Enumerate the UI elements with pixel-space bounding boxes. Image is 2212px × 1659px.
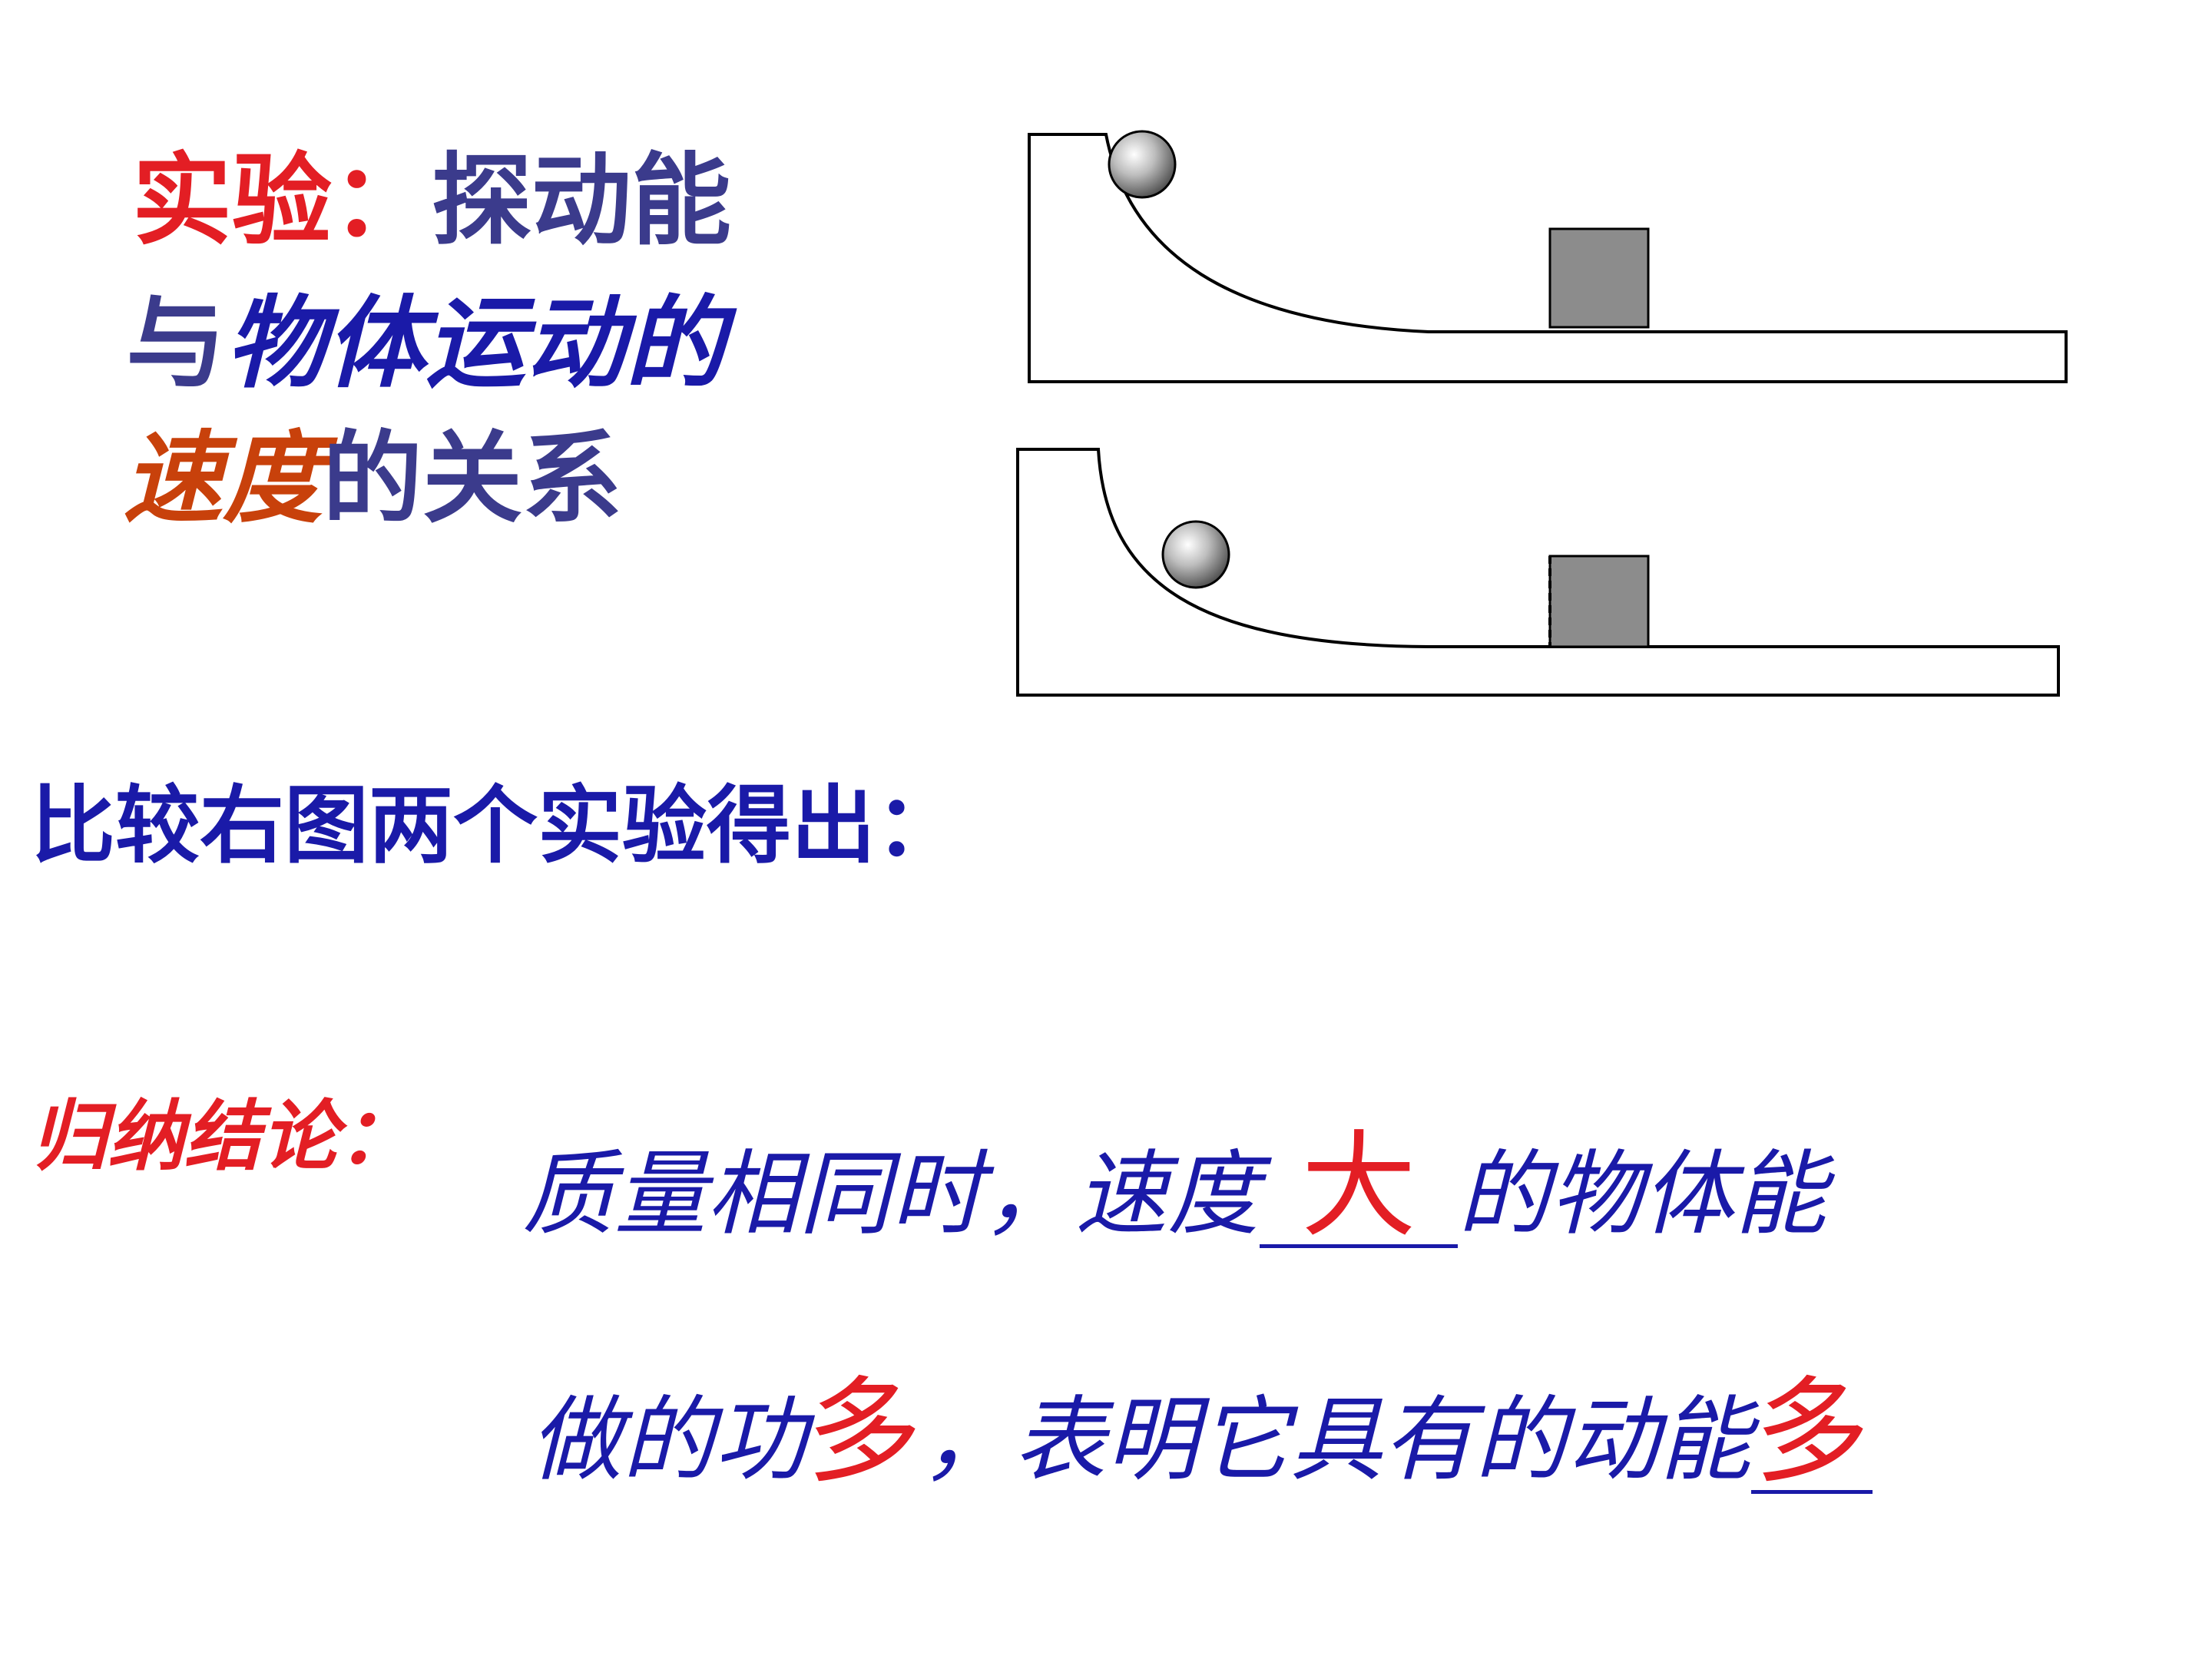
title-line-2: 与物体运动的 <box>126 286 725 401</box>
experiment-label: 实验： <box>132 142 432 259</box>
ball-icon <box>1108 130 1177 199</box>
compare-prompt: 比较右图两个实验得出： <box>31 777 960 875</box>
ramp-track-icon <box>1028 133 2068 383</box>
title-line1-rest: 探动能 <box>432 142 732 259</box>
conclusion-line-1: 质量相同时，速度大的物体能 <box>522 1129 1826 1249</box>
conclusion-line2-middle: ，表明它具有的动能 <box>922 1387 1752 1494</box>
conclusion-line2-before: 做的功 <box>530 1387 806 1494</box>
conclusion-line1-after: 的物体能 <box>1458 1141 1826 1248</box>
block-icon <box>1548 555 1650 648</box>
answer-big: 大 <box>1300 1120 1416 1253</box>
answer-more-2: 多 <box>1754 1366 1870 1499</box>
summary-label: 归纳结论： <box>31 1091 415 1181</box>
title-line2-italic: 物体运动的 <box>226 285 726 402</box>
block-icon <box>1548 227 1650 329</box>
answer-more-1: 多 <box>806 1366 922 1499</box>
speed-word: 速度 <box>123 420 323 537</box>
title-line-3: 速度的关系 <box>123 421 622 536</box>
ball-icon <box>1161 520 1230 589</box>
title-line2-plain: 与 <box>126 285 227 402</box>
ramp-track-icon <box>1016 448 2060 697</box>
conclusion-line1-before: 质量相同时，速度 <box>522 1141 1260 1248</box>
experiment-bottom <box>1016 448 2060 697</box>
blank-answer-3: 多 <box>1751 1375 1873 1494</box>
blank-answer-1: 大 <box>1260 1129 1458 1248</box>
title-line-1: 实验：探动能 <box>132 143 731 258</box>
conclusion-line-2: 做的功多，表明它具有的动能多 <box>530 1375 1873 1495</box>
title-line3-rest: 的关系 <box>323 420 623 537</box>
experiment-top <box>1028 130 2068 383</box>
